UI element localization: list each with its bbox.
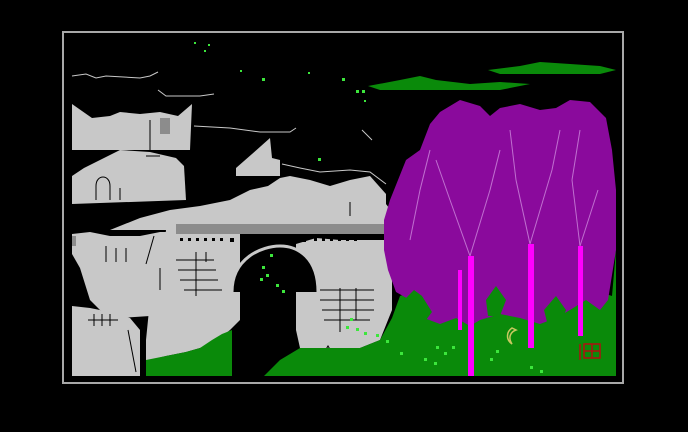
tree-bushes [404, 286, 566, 326]
grass-dots [260, 254, 543, 373]
frame-right-line [622, 31, 624, 384]
purple-trees [384, 100, 616, 326]
frame-top-line [62, 31, 624, 33]
bridge-brick-lines [176, 252, 374, 332]
rock-shadows [72, 118, 170, 246]
bridge-arch [230, 244, 320, 293]
distant-hills [368, 62, 616, 90]
frame-left-line [62, 31, 64, 384]
sky-sketch-lines [71, 71, 387, 185]
frame-bottom-line [62, 382, 624, 384]
bridge-top-band [176, 224, 384, 234]
bridge-rail-dots [180, 238, 357, 242]
seal-icon [579, 343, 601, 360]
tree-trunks [458, 244, 583, 376]
crescent-icon [506, 327, 518, 345]
tree-branches [409, 129, 599, 257]
stone-hillside [72, 104, 392, 376]
